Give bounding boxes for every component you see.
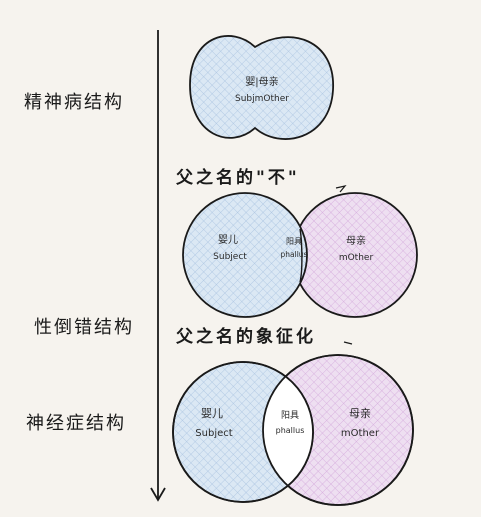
caption-symbolization: 父之名的象征化	[176, 327, 316, 347]
neurosis-subject-bottom-label: Subject	[195, 428, 232, 439]
perversion-small-arrow	[335, 185, 347, 193]
perversion-subject-bottom-label: Subject	[213, 252, 247, 262]
perversion-subject-circle	[182, 192, 308, 318]
psychosis-merged-circles	[189, 35, 334, 140]
perversion-phallus-bottom-label: phallus	[281, 250, 308, 259]
perversion-circles	[182, 185, 418, 318]
neurosis-mother-bottom-label: mOther	[341, 428, 380, 439]
neurosis-mother-top-label: 母亲	[349, 406, 371, 420]
neurosis-phallus-bottom-label: phallus	[276, 426, 305, 435]
psychosis-structure-label: 精神病结构	[24, 92, 124, 113]
neurosis-structure-label: 神经症结构	[26, 413, 126, 434]
perversion-phallus-top-label: 阳具	[286, 237, 302, 246]
neurosis-subject-top-label: 婴儿	[201, 407, 223, 420]
perversion-mother-top-label: 母亲	[346, 234, 366, 247]
timeline-arrowhead	[150, 487, 166, 502]
neurosis-phallus-top-label: 阳具	[281, 410, 299, 421]
psychosis-merged-bottom-label: SubjmOther	[235, 94, 289, 104]
neurosis-circles	[172, 341, 414, 506]
psychosis-merged-top-label: 婴|母亲	[245, 75, 278, 88]
perversion-subject-top-label: 婴儿	[218, 234, 238, 246]
neurosis-small-mark	[343, 341, 353, 345]
caption-no-of-father: 父之名的"不"	[176, 168, 300, 188]
perversion-mother-bottom-label: mOther	[339, 253, 374, 263]
perversion-structure-label: 性倒错结构	[34, 317, 134, 338]
